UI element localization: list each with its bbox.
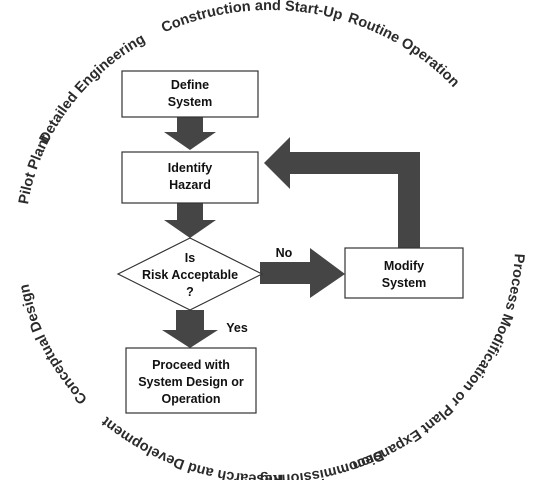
arrow-define-to-identify xyxy=(164,117,216,150)
identify-hazard-line-2: Hazard xyxy=(169,178,211,192)
proceed-line-3: Operation xyxy=(161,392,220,406)
decision-line-3: ? xyxy=(186,285,194,299)
no-label: No xyxy=(276,246,293,260)
stage-construction: Construction and Start-Up xyxy=(159,0,344,36)
arrow-decision-to-proceed xyxy=(162,310,218,348)
proceed-line-1: Proceed with xyxy=(152,358,230,372)
stage-pilot-plant: Pilot Plant xyxy=(16,132,54,205)
define-system-box: Define System xyxy=(121,70,259,118)
define-system-line-1: Define xyxy=(171,78,209,92)
stage-conceptual-design: Conceptual Design xyxy=(17,283,91,407)
proceed-line-2: System Design or xyxy=(138,375,244,389)
decision-line-2: Risk Acceptable xyxy=(142,268,238,282)
stage-routine-operation: Routine Operation xyxy=(346,10,462,90)
modify-system-line-2: System xyxy=(382,276,426,290)
decision-line-1: Is xyxy=(185,251,195,265)
arrow-identify-to-decision xyxy=(164,203,216,238)
identify-hazard-box: Identify Hazard xyxy=(121,151,259,204)
lifecycle-ring: Construction and Start-Up Routine Operat… xyxy=(16,0,527,480)
proceed-box: Proceed with System Design or Operation xyxy=(125,347,257,414)
yes-label: Yes xyxy=(226,321,248,335)
risk-acceptable-decision: Is Risk Acceptable ? xyxy=(116,237,264,311)
identify-hazard-line-1: Identify xyxy=(168,161,212,175)
stage-research-development: Research and Development xyxy=(99,413,284,480)
modify-system-line-1: Modify xyxy=(384,259,424,273)
define-system-line-2: System xyxy=(168,95,212,109)
arrow-decision-to-modify xyxy=(260,248,345,298)
modify-system-box: Modify System xyxy=(344,247,464,299)
arrow-modify-to-identify xyxy=(264,137,420,248)
flow-arrows xyxy=(162,117,420,348)
